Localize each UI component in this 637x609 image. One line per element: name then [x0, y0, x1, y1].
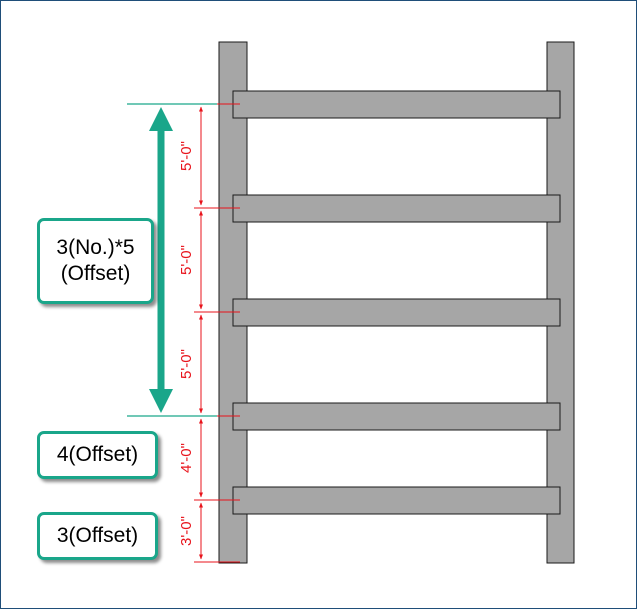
offset-3-callout: 3(Offset)	[37, 512, 158, 560]
beam-5	[232, 486, 561, 515]
group-span-arrow	[149, 107, 173, 413]
dimension-label-2: 5'-0"	[178, 245, 195, 275]
spacing-group-callout: 3(No.)*5 (Offset)	[37, 218, 154, 304]
spacing-group-line2: (Offset)	[60, 262, 131, 285]
dimension-label-1: 5'-0"	[178, 141, 195, 171]
beam-3	[232, 298, 561, 327]
dimension-label-3: 5'-0"	[178, 349, 195, 379]
offset-4-label: 4(Offset)	[56, 442, 139, 466]
offset-4-callout: 4(Offset)	[37, 431, 158, 479]
group-range-lines	[127, 103, 217, 417]
offset-3-label: 3(Offset)	[56, 523, 139, 547]
dimension-label-5: 3'-0"	[178, 516, 195, 546]
spacing-group-line1: 3(No.)*5	[56, 235, 135, 259]
beam-2	[232, 194, 561, 223]
beam-1	[232, 90, 561, 119]
dimension-label-4: 4'-0"	[178, 443, 195, 473]
beams	[232, 90, 561, 515]
beam-4	[232, 402, 561, 431]
